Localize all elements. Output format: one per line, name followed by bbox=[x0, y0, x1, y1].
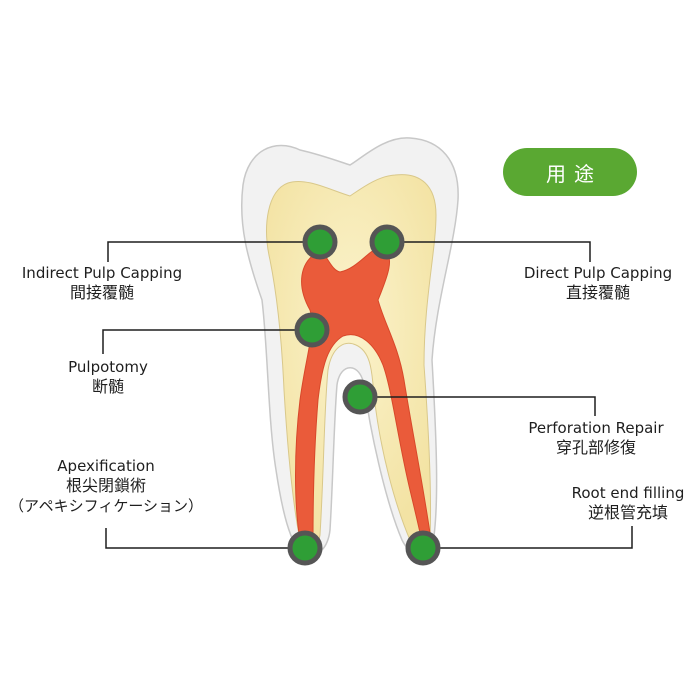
label-indirect-pulp-capping: Indirect Pulp Capping 間接覆髄 bbox=[22, 263, 182, 303]
leader-indirect bbox=[107, 241, 320, 262]
usage-badge: 用途 bbox=[503, 148, 637, 196]
label-apexification-kana: （アペキシフィケーション） bbox=[8, 497, 204, 515]
label-apexification-jp: 根尖閉鎖術 bbox=[65, 476, 147, 495]
pulp-canal bbox=[295, 247, 432, 543]
label-direct-en: Direct Pulp Capping bbox=[523, 264, 673, 282]
marker-root-end-filling bbox=[405, 530, 441, 566]
label-indirect-jp: 間接覆髄 bbox=[69, 283, 135, 302]
marker-apexification bbox=[287, 530, 323, 566]
label-root-end-filling: Root end filling 逆根管充填 bbox=[572, 483, 685, 523]
leader-apexification bbox=[105, 528, 305, 549]
label-direct-jp: 直接覆髄 bbox=[565, 283, 630, 302]
label-pulpotomy-jp: 断髄 bbox=[91, 377, 125, 396]
markers bbox=[287, 224, 441, 566]
leader-perforation bbox=[360, 396, 596, 416]
marker-pulpotomy bbox=[294, 312, 330, 348]
marker-indirect-pulp-capping bbox=[302, 224, 338, 260]
label-rootend-jp: 逆根管充填 bbox=[587, 503, 669, 522]
label-direct-pulp-capping: Direct Pulp Capping 直接覆髄 bbox=[524, 263, 672, 303]
label-apexification: Apexification 根尖閉鎖術 （アペキシフィケーション） bbox=[9, 456, 203, 516]
label-perforation-jp: 穿孔部修復 bbox=[555, 438, 636, 457]
label-apexification-en: Apexification bbox=[57, 457, 155, 475]
usage-badge-label: 用途 bbox=[546, 161, 602, 186]
leader-direct bbox=[387, 241, 591, 262]
label-pulpotomy-en: Pulpotomy bbox=[68, 358, 148, 376]
label-pulpotomy: Pulpotomy 断髄 bbox=[68, 357, 148, 397]
leader-rootend bbox=[423, 526, 633, 549]
leader-lines bbox=[102, 241, 633, 549]
label-perforation-en: Perforation Repair bbox=[528, 419, 664, 437]
marker-perforation-repair bbox=[342, 379, 378, 415]
marker-direct-pulp-capping bbox=[369, 224, 405, 260]
leader-pulpotomy bbox=[102, 329, 312, 354]
label-indirect-en: Indirect Pulp Capping bbox=[21, 264, 183, 282]
label-perforation-repair: Perforation Repair 穿孔部修復 bbox=[528, 418, 663, 458]
label-rootend-en: Root end filling bbox=[571, 484, 685, 502]
